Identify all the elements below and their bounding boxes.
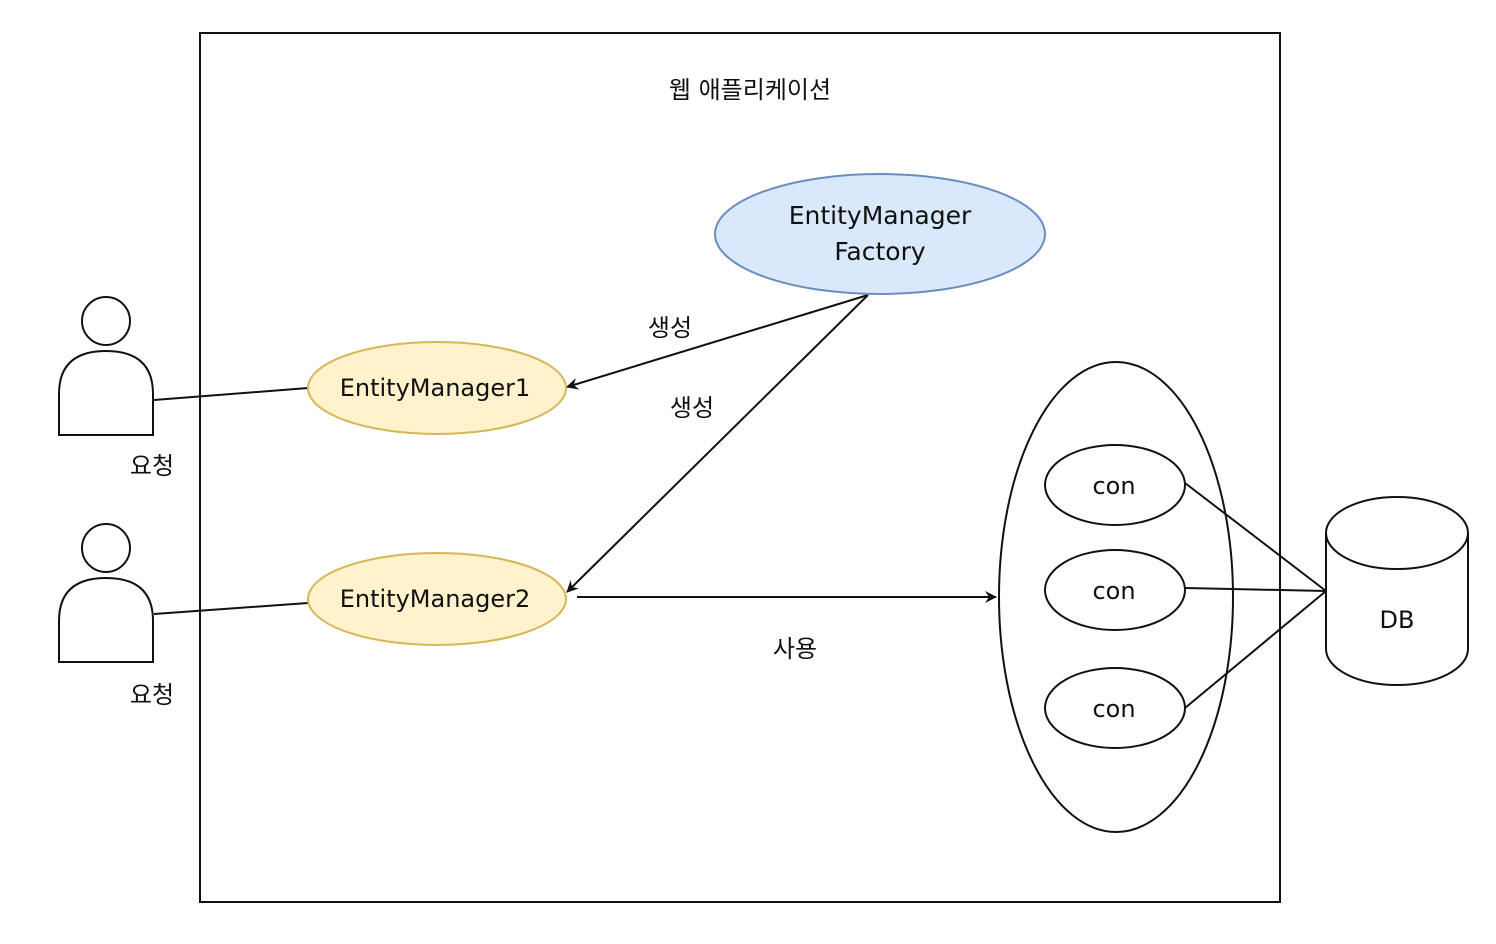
factory-create-manager2-arrow — [566, 294, 869, 593]
user2-to-manager2-line — [153, 602, 309, 615]
connection-pool — [998, 361, 1234, 833]
create-label-2: 생성 — [670, 394, 714, 422]
web-application-container — [199, 32, 1281, 903]
connection-1 — [1044, 444, 1186, 526]
user1-to-manager1-line — [153, 387, 309, 401]
entity-manager-1-label: EntityManager1 — [340, 374, 531, 402]
entity-manager-factory — [714, 173, 1046, 295]
entity-manager-2 — [307, 552, 567, 646]
entity-manager-2-label: EntityManager2 — [340, 585, 531, 613]
factory-label-line2: Factory — [834, 237, 926, 266]
user-icon — [58, 523, 154, 663]
use-label: 사용 — [773, 635, 817, 663]
connection-3-label: con — [1092, 695, 1135, 723]
factory-label-line1: EntityManager — [789, 201, 972, 230]
user-1-label: 요청 — [130, 452, 174, 480]
factory-create-manager1-arrow — [566, 294, 869, 390]
entity-manager-1 — [307, 341, 567, 435]
create-label-1: 생성 — [648, 314, 692, 342]
user-2-label: 요청 — [130, 681, 174, 709]
connection-2-label: con — [1092, 577, 1135, 605]
user-icon — [58, 296, 154, 436]
container-title: 웹 애플리케이션 — [669, 76, 831, 104]
database-label: DB — [1380, 606, 1415, 634]
connection-3 — [1044, 667, 1186, 749]
connection-1-label: con — [1092, 472, 1135, 500]
database-icon — [1325, 496, 1469, 686]
connection-2 — [1044, 549, 1186, 631]
con3-to-db-line — [1184, 590, 1327, 709]
con2-to-db-line — [1184, 587, 1327, 592]
con1-to-db-line — [1184, 482, 1327, 592]
